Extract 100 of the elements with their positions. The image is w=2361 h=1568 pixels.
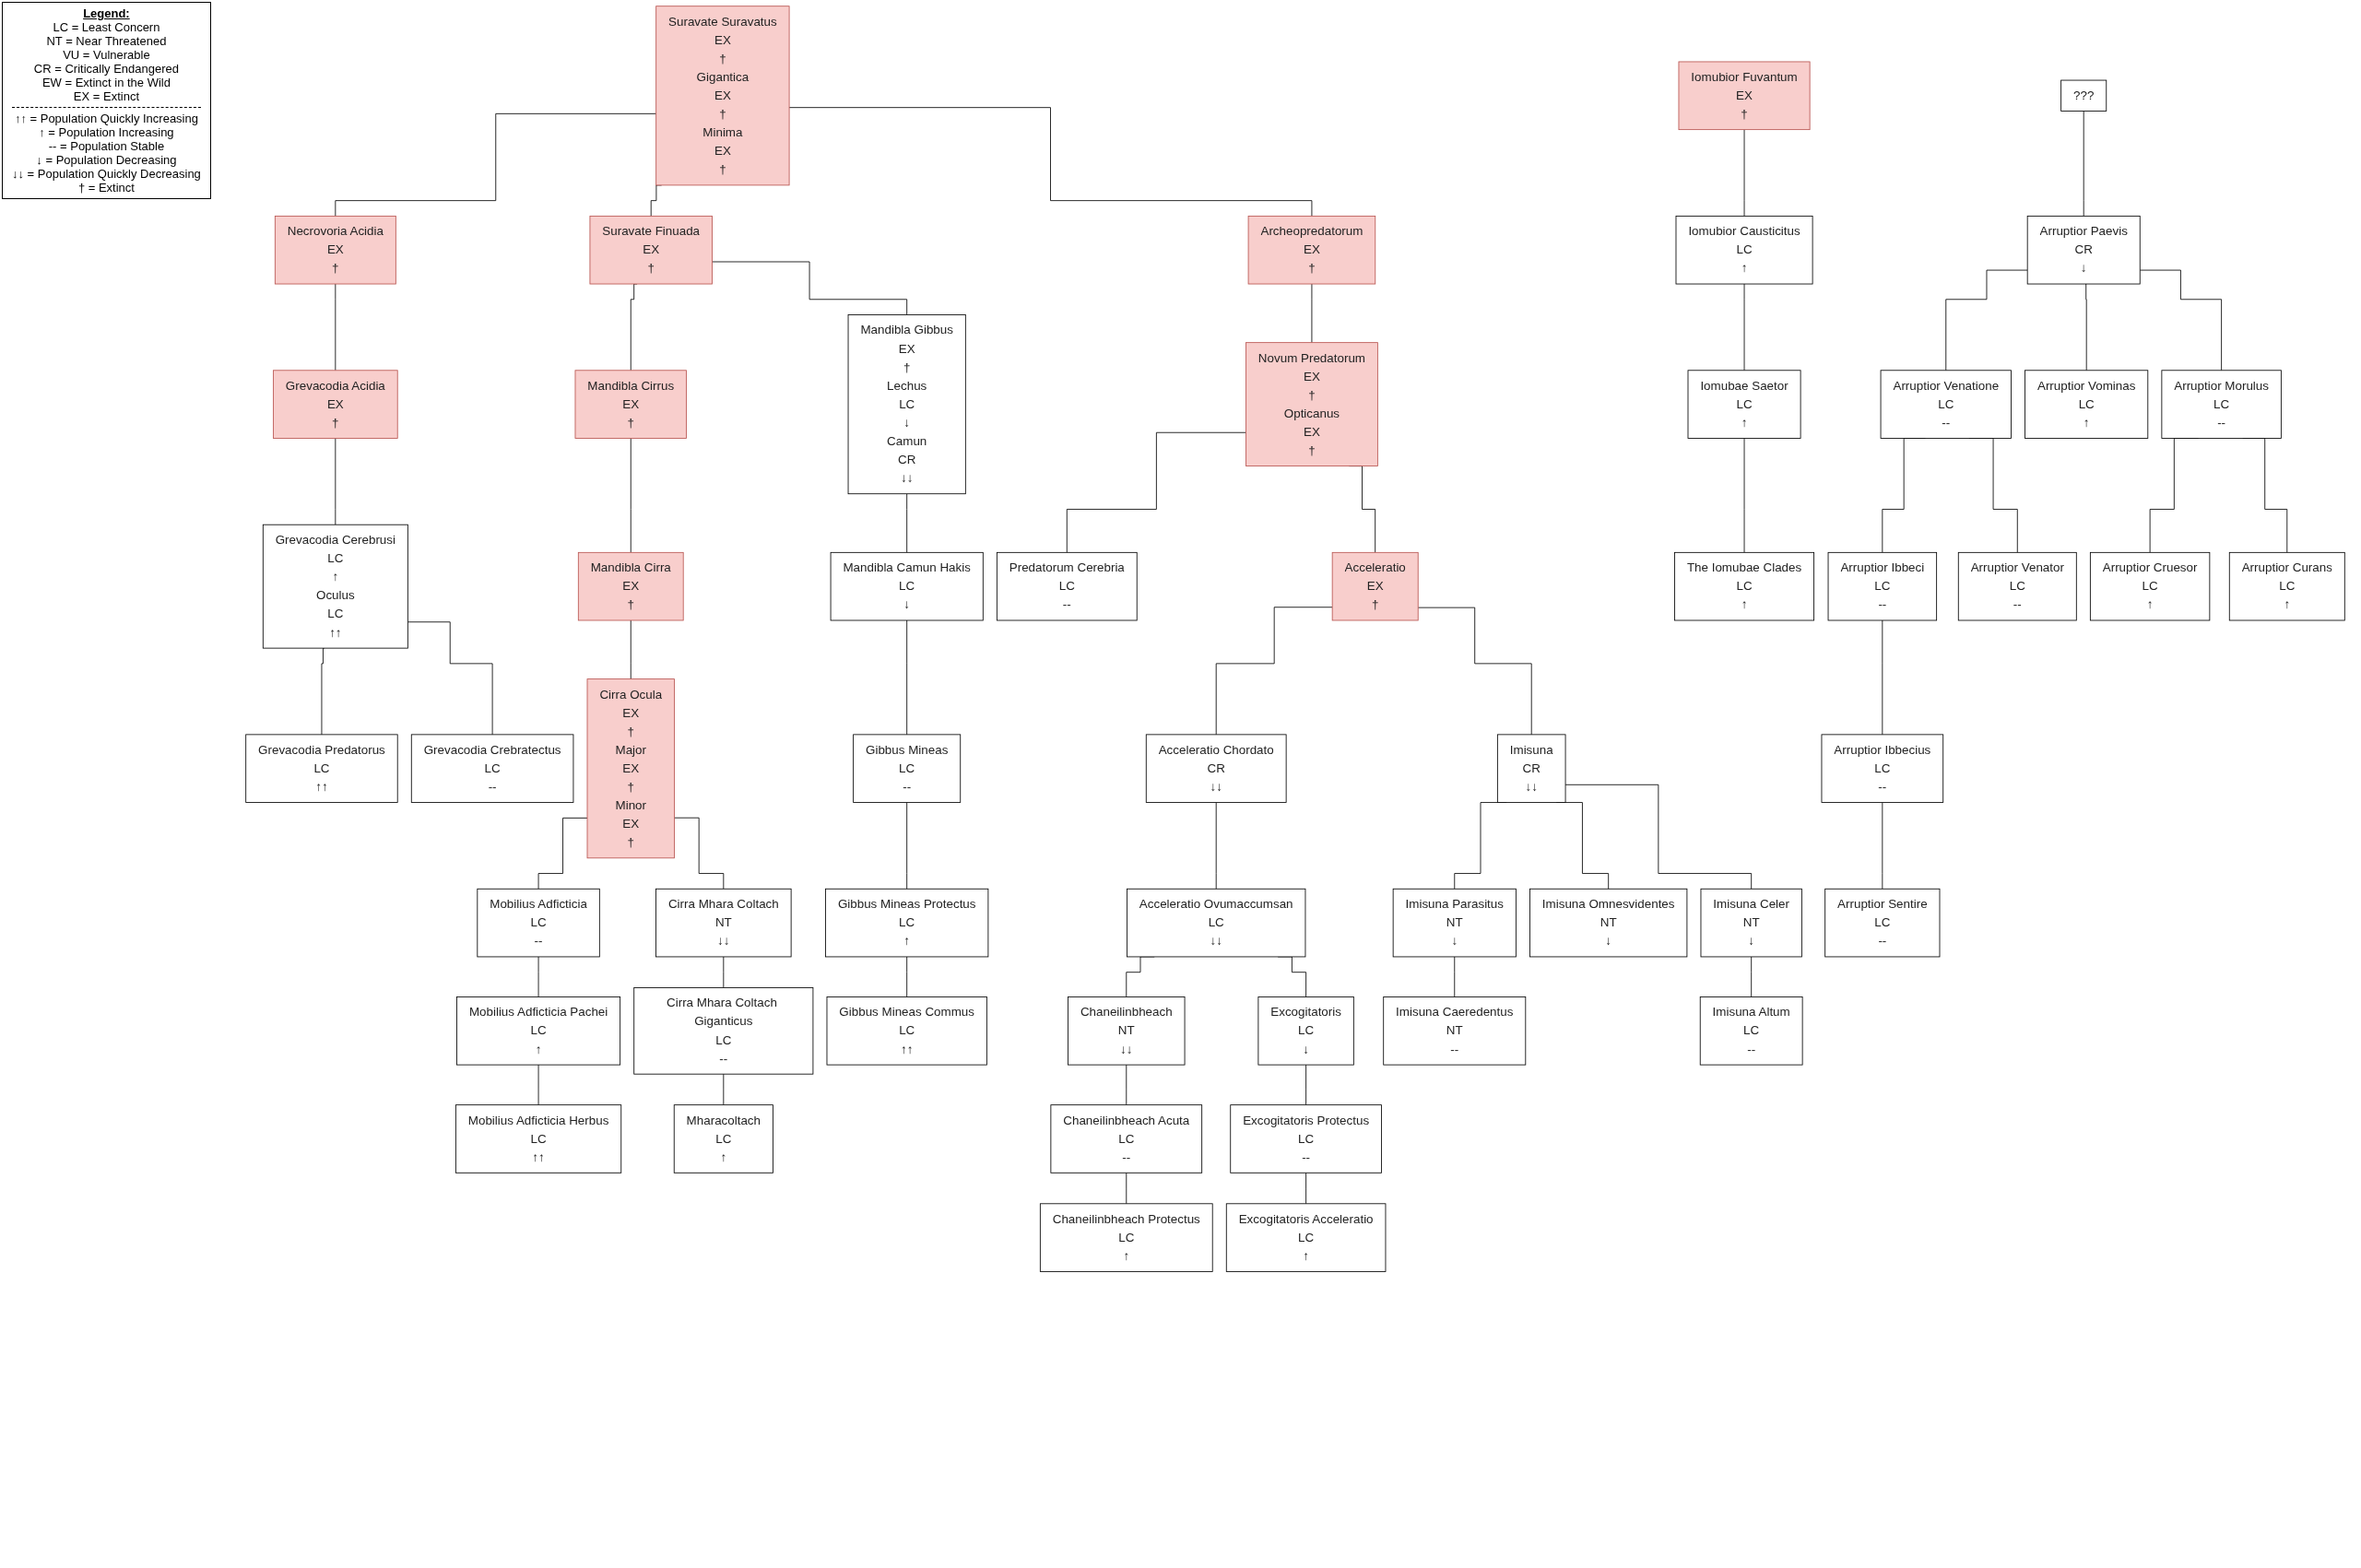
node-box bbox=[1257, 996, 1354, 1066]
node-box bbox=[1383, 996, 1527, 1066]
node-box bbox=[1529, 888, 1688, 958]
legend-entry: LC = Least Concern bbox=[53, 20, 160, 34]
legend-entry: NT = Near Threatened bbox=[46, 34, 167, 48]
connector bbox=[1945, 269, 2028, 371]
node-box bbox=[1957, 551, 2077, 621]
tree-diagram: Suravate Suravatus EX † Gigantica EX † Minima EX † ??? Suravate Finuada EX † Mandibla Cirrus EX † Mandibla Gibbus EX † Lechus LC ↓ Camun CR ↓↓ Archeopredatorum EX † Mandibla Cirra EX † Iomubior Fuvantum EX † Necrovoria Acidia EX † Novum Predatorum EX † Opticanus EX † Iomubior Causticitus LC ↑ Arruptior Paevis CR ↓ Cirra Ocula EX † Major EX † Minor EX † Grevacodia Acidia EX † Acceleratio EX † Grevacodia Cerebrusi LC ↑ Oculus LC ↑↑ Grevacodia Predatorus LC ↑↑ Grevacodia Crebratectus LC -- Cirra Mhara Coltach NT ↓↓ Mandibla Camun Hakis LC ↓ Acceleratio Chordato CR ↓↓ Iomubae Saetor LC ↑ Predatorum Cerebria LC -- Acceleratio Ovumaccumsan LC ↓↓ Arruptior Venatione LC -- Arruptior Vominas LC ↑ Mobilius Adficticia LC -- Chaneilinbheach NT ↓↓ Excogitatoris LC ↓ Cirra Mhara Coltach Giganticus LC -- Gibbus Mineas LC -- Imisuna CR ↓↓ The Iomubae Clades LC ↑ Arruptior Ibbeci LC -- Arruptior Morulus LC -- Mobilius Adficticia Pachei LC ↑ Mharacoltach LC ↑ Gibbus Mineas Protectus LC ↑ Chaneilinbheach Acuta LC -- Excogitatoris Protectus LC -- Imisuna Parasitus NT ↓ Imisuna Omnesvidentes NT ↓ Imisuna Celer NT ↓ Arruptior Ibbecius LC -- Arruptior Venator LC -- Arruptior Curans LC ↑ Mobilius Adficticia Herbus LC ↑↑ Gibbus Mineas Commus LC ↑↑ Chaneilinbheach Protectus LC ↑ Excogitatoris Acceleratio LC ↑ Imisuna Caeredentus NT -- Imisuna Altum LC -- Arruptior Sentire LC -- Arruptior Cruesor LC ↑ bbox=[240, 0, 2351, 1558]
legend-entry: VU = Vulnerable bbox=[63, 48, 150, 62]
node-box bbox=[1225, 1203, 1387, 1272]
node-box bbox=[1821, 734, 1944, 803]
node-box bbox=[245, 734, 398, 803]
connector bbox=[674, 817, 725, 890]
connector bbox=[1743, 283, 1745, 371]
node-box bbox=[274, 215, 396, 285]
node-box bbox=[1824, 888, 1941, 958]
connector bbox=[788, 107, 1313, 217]
connector bbox=[335, 112, 657, 217]
connector bbox=[2139, 269, 2223, 371]
legend-entry: ↓↓ = Population Quickly Decreasing bbox=[12, 167, 201, 181]
node-box bbox=[410, 734, 574, 803]
connector bbox=[1743, 438, 1745, 553]
connector bbox=[1743, 129, 1745, 217]
node-box bbox=[1050, 1104, 1203, 1173]
connector bbox=[906, 802, 908, 890]
node-box bbox=[826, 996, 987, 1066]
node-box bbox=[574, 370, 687, 439]
connector bbox=[1126, 1064, 1127, 1106]
node-box bbox=[2228, 551, 2345, 621]
node-box bbox=[1331, 551, 1419, 621]
connector bbox=[1066, 431, 1246, 553]
connector bbox=[1751, 956, 1753, 997]
connector bbox=[537, 1064, 539, 1106]
legend-entry: ↓ = Population Decreasing bbox=[36, 153, 177, 167]
node-box bbox=[273, 370, 398, 439]
node-box bbox=[1687, 370, 1801, 439]
node-box bbox=[1678, 61, 1811, 131]
node-box bbox=[577, 551, 684, 621]
node-box bbox=[456, 996, 621, 1066]
node-box bbox=[454, 1104, 622, 1173]
node-box bbox=[655, 888, 792, 958]
legend-entry: EW = Extinct in the Wild bbox=[41, 76, 171, 89]
node-box bbox=[853, 734, 962, 803]
legend-entry: † = Extinct bbox=[77, 181, 135, 195]
node-box bbox=[673, 1104, 773, 1173]
node-box bbox=[1068, 996, 1186, 1066]
node-box bbox=[262, 524, 408, 649]
node-box bbox=[1245, 342, 1378, 466]
connector bbox=[537, 818, 588, 890]
connector bbox=[906, 619, 908, 736]
node-box bbox=[2026, 215, 2141, 285]
node-box bbox=[1674, 551, 1814, 621]
node-box bbox=[1230, 1104, 1382, 1173]
legend-entry: EX = Extinct bbox=[73, 89, 139, 103]
connector bbox=[1305, 1064, 1307, 1106]
node-box bbox=[1392, 888, 1517, 958]
node-box bbox=[1039, 1203, 1213, 1272]
connector bbox=[1882, 619, 1883, 736]
connector bbox=[712, 261, 908, 315]
node-box bbox=[2089, 551, 2211, 621]
node-box bbox=[825, 888, 989, 958]
node-box bbox=[589, 215, 713, 285]
node-box bbox=[1675, 215, 1813, 285]
node-box bbox=[1880, 370, 2012, 439]
connector bbox=[906, 956, 908, 997]
connector bbox=[1215, 607, 1333, 736]
connector bbox=[2083, 111, 2084, 217]
connector bbox=[1417, 607, 1532, 736]
node-box bbox=[1145, 734, 1287, 803]
connector bbox=[407, 621, 493, 736]
connector bbox=[1126, 1172, 1127, 1205]
node-box bbox=[2161, 370, 2282, 439]
legend-heading: Legend: bbox=[83, 6, 130, 20]
node-box bbox=[633, 987, 814, 1075]
node-box bbox=[586, 678, 675, 859]
legend-entry: -- = Population Stable bbox=[48, 139, 165, 153]
legend-entry: ↑ = Population Increasing bbox=[39, 125, 174, 139]
node-box bbox=[1127, 888, 1306, 958]
node-box bbox=[996, 551, 1138, 621]
node-box bbox=[2025, 370, 2149, 439]
node-box bbox=[655, 6, 790, 186]
connector bbox=[537, 956, 539, 997]
node-box bbox=[830, 551, 984, 621]
node-box bbox=[1700, 888, 1802, 958]
connector bbox=[723, 1073, 725, 1106]
node-box bbox=[1247, 215, 1376, 285]
legend-entry: ↑↑ = Population Quickly Increasing bbox=[14, 112, 198, 125]
connector bbox=[1564, 784, 1753, 890]
connector bbox=[906, 493, 908, 553]
node-box bbox=[1496, 734, 1566, 803]
node-box bbox=[477, 888, 600, 958]
connector bbox=[321, 647, 325, 736]
node-box bbox=[1827, 551, 1938, 621]
connector bbox=[335, 438, 336, 525]
legend-entry: CR = Critically Endangered bbox=[33, 62, 179, 76]
connector bbox=[1305, 1172, 1307, 1205]
connector bbox=[1215, 802, 1217, 890]
connector bbox=[1882, 802, 1883, 890]
node-box bbox=[2060, 79, 2107, 112]
connector bbox=[723, 956, 725, 988]
